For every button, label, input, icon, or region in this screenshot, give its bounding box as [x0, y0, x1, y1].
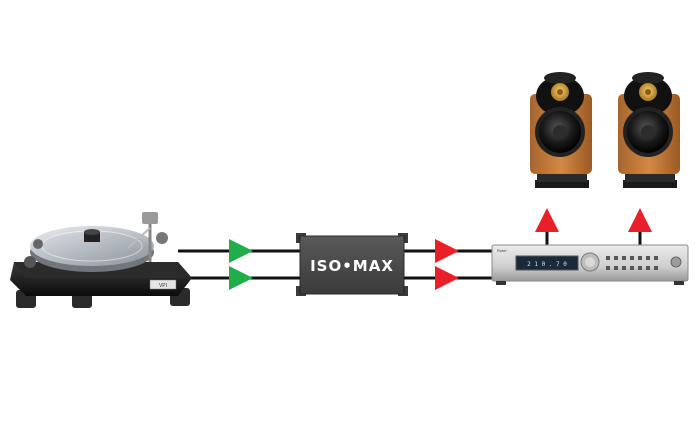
- isomax-label: ISO•MAX: [310, 257, 394, 275]
- speaker-right-device: [618, 72, 680, 188]
- arrow-output-lower: [435, 266, 459, 290]
- arrow-input-upper: [229, 239, 253, 263]
- arrow-output-upper: [435, 239, 459, 263]
- isomax-device: ISO•MAX: [296, 233, 408, 296]
- arrow-input-lower: [229, 266, 253, 290]
- amplifier-brand: Rotel: [497, 248, 506, 253]
- amplifier-display: 2 1 0 . 7 0: [527, 261, 567, 268]
- arrows: [229, 208, 652, 290]
- turntable-device: VPI: [10, 212, 192, 308]
- turntable-badge: VPI: [159, 283, 167, 289]
- arrow-speaker-right: [628, 208, 652, 232]
- speaker-left-device: [530, 72, 592, 188]
- arrow-speaker-left: [535, 208, 559, 232]
- amplifier-device: Rotel 2 1 0 . 7 0: [491, 244, 689, 285]
